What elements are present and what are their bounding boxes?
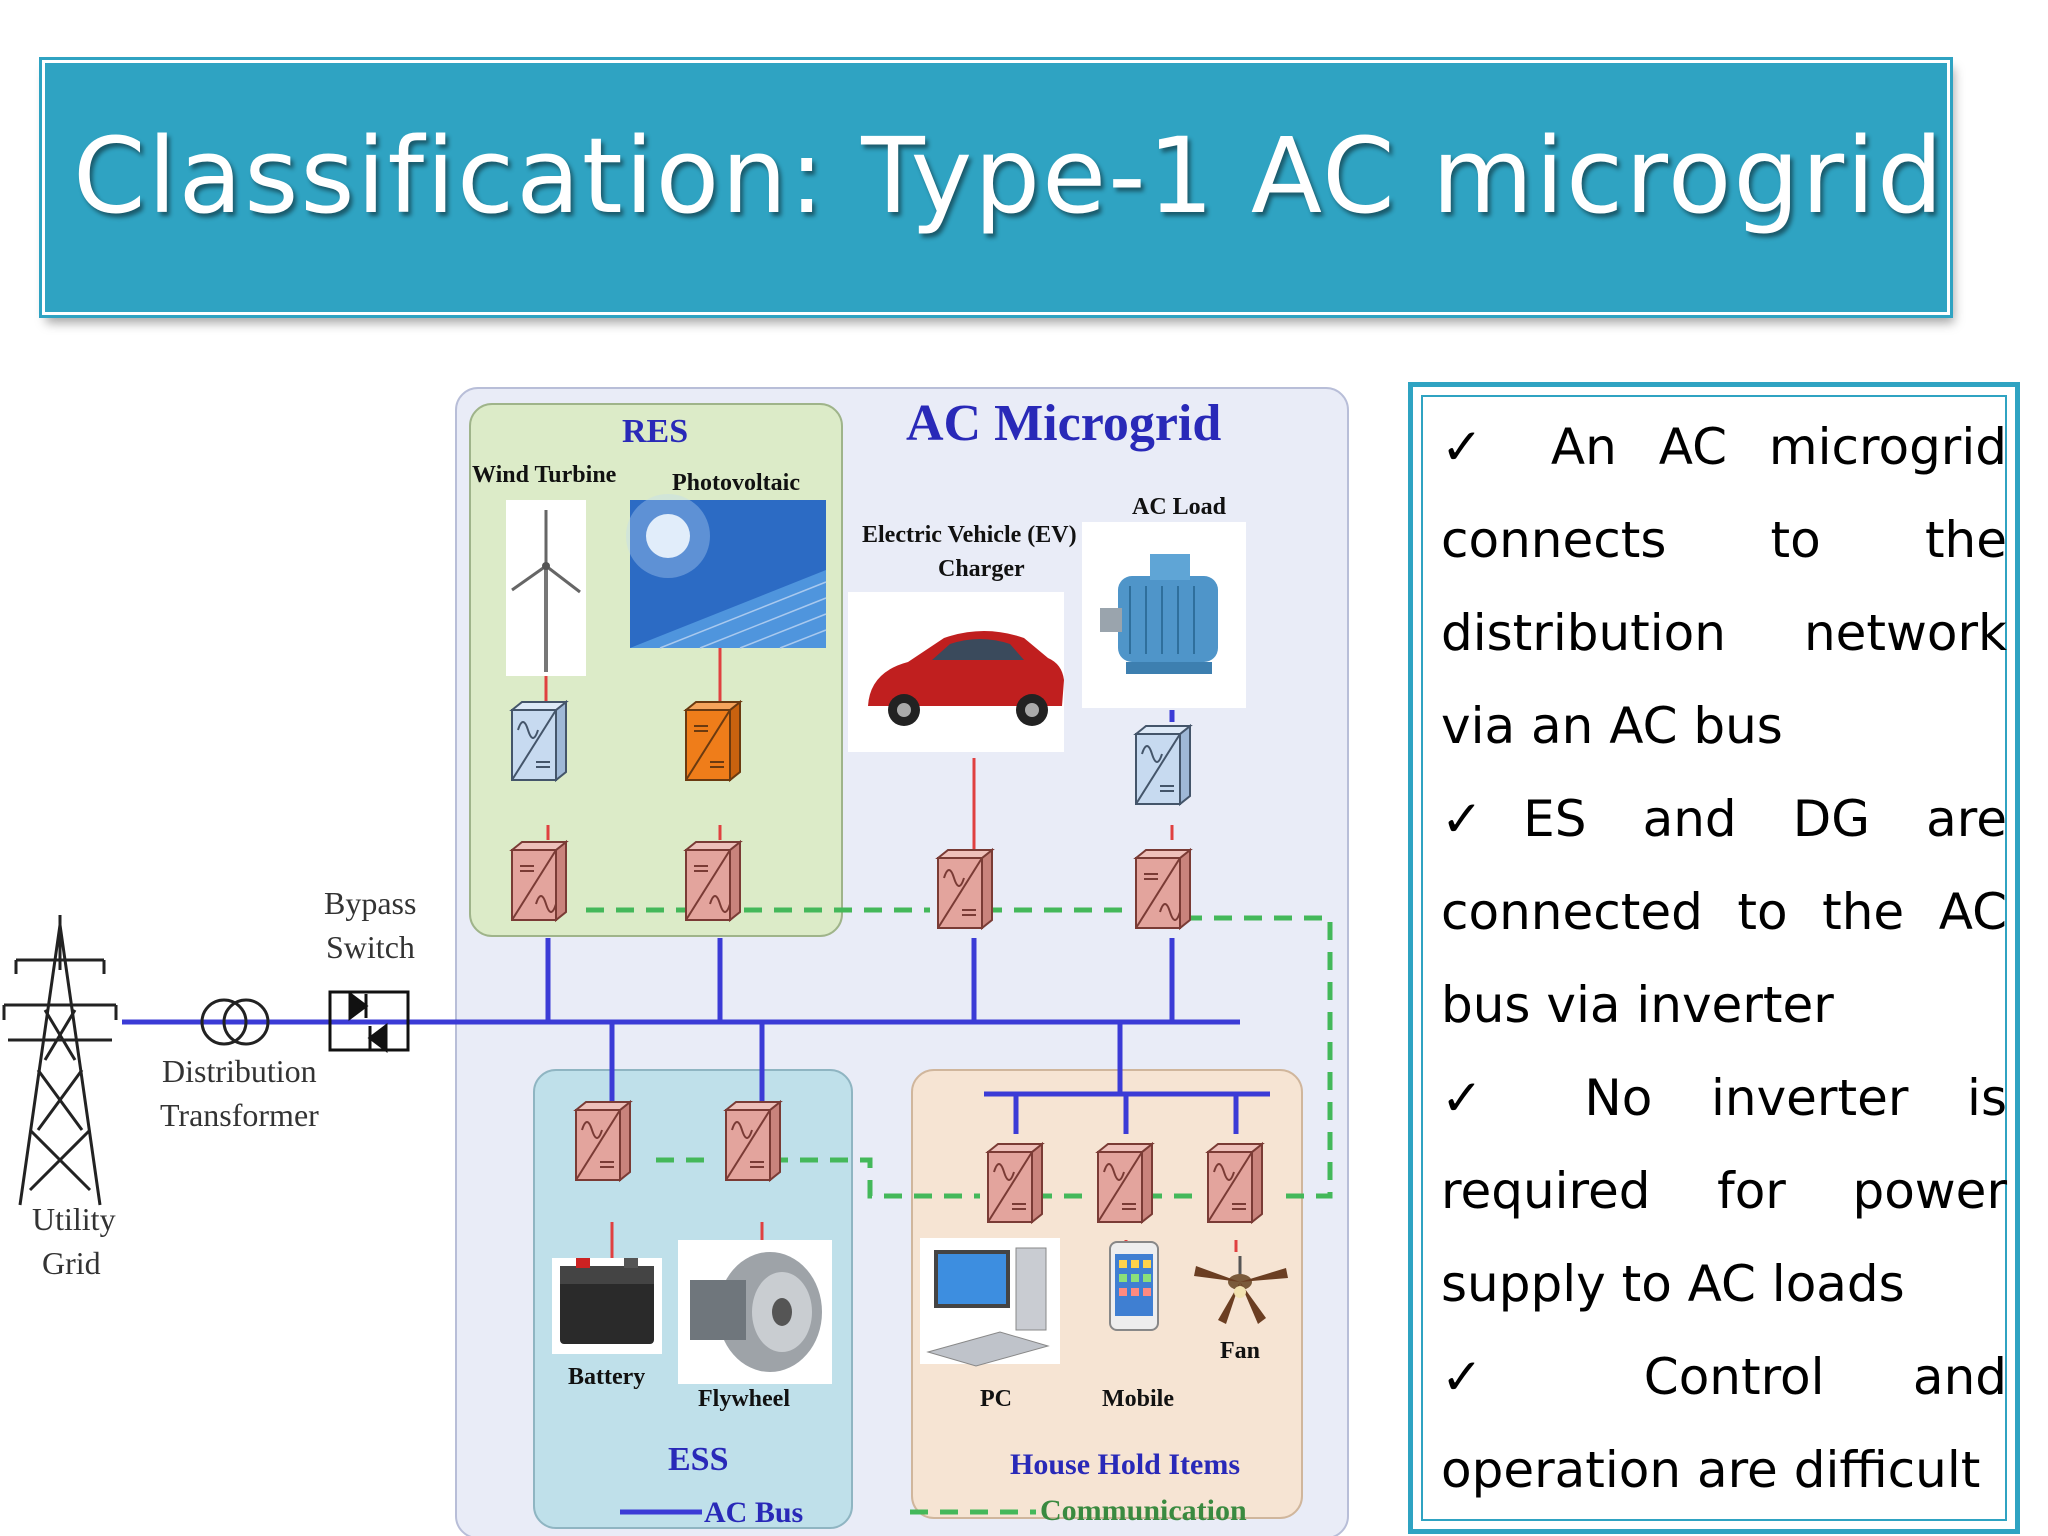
utility-grid-tower-icon	[2, 915, 118, 1206]
bullet-item: ✓ Control and operation are difficult	[1441, 1331, 2007, 1517]
pv-inverter	[685, 841, 741, 921]
photovoltaic-icon	[626, 494, 827, 649]
utility-grid-label-1: Utility	[32, 1201, 116, 1237]
bullet-text: No inverter is required for power supply…	[1441, 1069, 2007, 1313]
legend-communication-label: Communication	[1040, 1494, 1247, 1527]
fan-label: Fan	[1220, 1338, 1260, 1364]
bullet-item: ✓ No inverter is required for power supp…	[1441, 1052, 2007, 1331]
ac-bus	[122, 710, 1270, 1134]
ac-microgrid-diagram: Utility Grid Distribution Transformer By…	[2, 387, 1349, 1536]
bypass-switch-label-2: Switch	[326, 929, 415, 965]
ev-charger-label-1: Electric Vehicle (EV)	[862, 522, 1077, 548]
pv-converter-orange	[685, 701, 741, 781]
microgrid-heading: AC Microgrid	[906, 395, 1221, 452]
bypass-switch-icon	[328, 990, 410, 1053]
ev-converter	[937, 849, 993, 929]
bullet-text: An AC microgrid connects to the distribu…	[1441, 418, 2007, 755]
wind-turbine-icon	[506, 500, 586, 676]
electric-vehicle-icon	[848, 592, 1064, 752]
ess-label: ESS	[668, 1441, 729, 1478]
mobile-icon	[1109, 1241, 1159, 1331]
utility-grid-label-2: Grid	[42, 1245, 101, 1281]
ac-load-label: AC Load	[1132, 494, 1227, 520]
mobile-label: Mobile	[1102, 1386, 1174, 1412]
slide-title: Classification: Type-1 AC microgrid	[73, 115, 1946, 237]
battery-label: Battery	[568, 1364, 645, 1390]
pc-icon	[920, 1238, 1060, 1367]
bypass-switch-label-1: Bypass	[324, 885, 416, 921]
wind-converter-blue	[511, 701, 567, 781]
transformer-label-2: Transformer	[160, 1097, 319, 1133]
battery-icon	[552, 1258, 662, 1354]
load-inverter	[1135, 849, 1191, 929]
bullet-item: ✓ES and DG are connected to the AC bus v…	[1441, 773, 2007, 1052]
res-label: RES	[622, 413, 688, 450]
transformer-label-1: Distribution	[162, 1053, 317, 1089]
photovoltaic-label: Photovoltaic	[672, 470, 800, 496]
legend-ac-bus-label: AC Bus	[704, 1496, 803, 1529]
check-icon: ✓	[1441, 1069, 1526, 1127]
battery-converter	[575, 1101, 631, 1181]
bullet-list: ✓ An AC microgrid connects to the distri…	[1441, 401, 2007, 1517]
fan-icon	[1194, 1256, 1288, 1324]
wind-turbine-label: Wind Turbine	[472, 462, 617, 488]
ev-charger-label-2: Charger	[938, 556, 1025, 582]
bullet-box-inner-border	[1421, 395, 2007, 1521]
flywheel-icon	[678, 1240, 832, 1384]
wind-inverter	[511, 841, 567, 921]
bullet-box: ✓ An AC microgrid connects to the distri…	[1408, 382, 2020, 1534]
pc-label: PC	[980, 1386, 1012, 1412]
title-banner: Classification: Type-1 AC microgrid	[42, 60, 1950, 315]
flywheel-converter	[725, 1101, 781, 1181]
fan-converter	[1207, 1143, 1263, 1223]
transformer-icon	[200, 998, 270, 1046]
household-label: House Hold Items	[1010, 1448, 1240, 1481]
check-icon: ✓	[1441, 1348, 1556, 1406]
mobile-converter	[1097, 1143, 1153, 1223]
flywheel-label: Flywheel	[698, 1386, 790, 1412]
bullet-item: ✓ An AC microgrid connects to the distri…	[1441, 401, 2007, 773]
communication-lines	[586, 907, 1333, 1199]
check-icon: ✓	[1441, 418, 1509, 476]
ac-motor-icon	[1082, 522, 1246, 708]
bullet-text: ES and DG are connected to the AC bus vi…	[1441, 790, 2007, 1034]
bullet-text: Control and operation are difficult	[1441, 1348, 2007, 1499]
check-icon: ✓	[1441, 790, 1524, 848]
pc-converter	[987, 1143, 1043, 1223]
load-converter-blue	[1135, 725, 1191, 805]
